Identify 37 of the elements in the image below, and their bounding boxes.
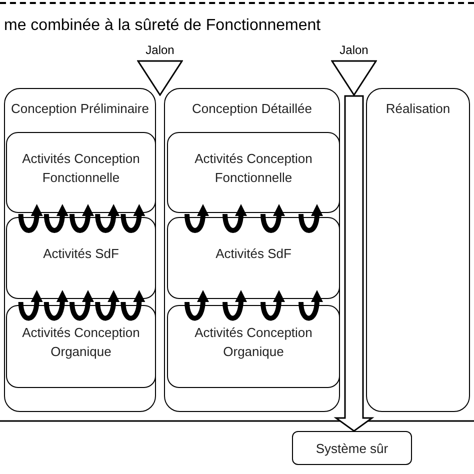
milestone-label: Jalon	[146, 42, 174, 58]
activity-label: Activités Conception Organique	[194, 324, 314, 360]
activity-box	[6, 217, 156, 299]
phase-column	[164, 88, 340, 412]
activity-box	[6, 305, 156, 388]
exchange-arrow	[184, 204, 209, 233]
activity-box	[167, 132, 340, 213]
exchange-arrow	[70, 290, 94, 321]
result-box	[292, 431, 412, 465]
exchange-arrow	[44, 204, 68, 233]
exchange-arrow	[298, 204, 323, 233]
exchange-arrow	[70, 204, 94, 233]
diagram-title: me combinée à la sûreté de Fonctionnement	[4, 16, 321, 36]
phase-heading: Réalisation	[386, 100, 450, 118]
activity-label: Activités Conception Fonctionnelle	[21, 150, 141, 186]
activity-label: Activités Conception Organique	[21, 324, 141, 360]
exchange-arrow	[44, 290, 68, 321]
activity-box	[167, 217, 340, 299]
exchange-arrow	[120, 290, 146, 321]
activity-box	[6, 132, 156, 213]
phase-heading: Conception Détaillée	[192, 100, 312, 118]
exchange-arrow	[260, 204, 285, 233]
exchange-arrow	[184, 290, 209, 321]
exchange-arrow	[95, 204, 120, 233]
activity-label: Activités SdF	[43, 244, 119, 262]
phase-column	[366, 88, 470, 412]
activity-label: Activités SdF	[216, 244, 292, 262]
exchange-arrow	[120, 204, 146, 233]
activity-box	[167, 305, 340, 388]
exchange-arrow	[95, 290, 120, 321]
block-arrow	[334, 95, 374, 432]
result-label: Système sûr	[316, 440, 388, 458]
activity-label: Activités Conception Fonctionnelle	[194, 150, 314, 186]
exchange-arrow	[222, 204, 247, 233]
phase-heading: Conception Préliminaire	[10, 100, 149, 118]
phase-column	[4, 88, 156, 412]
milestone-label: Jalon	[340, 42, 368, 58]
